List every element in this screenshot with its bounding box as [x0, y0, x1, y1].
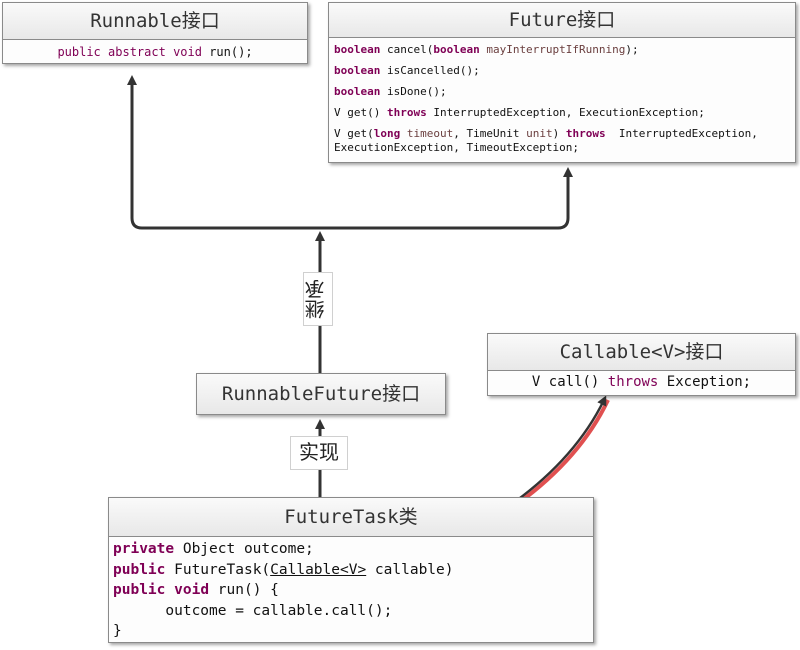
- futuretask-code: private Object outcome; public FutureTas…: [109, 537, 593, 642]
- run-method-decl: public void run() {: [113, 582, 279, 598]
- method-cancel: boolean cancel(boolean mayInterruptIfRun…: [334, 43, 639, 56]
- run-method: public abstract void run();: [57, 45, 252, 59]
- run-signature: run();: [201, 45, 253, 59]
- callable-method-list: V call() throws Exception;: [488, 371, 795, 390]
- kw-public: public: [57, 45, 101, 59]
- implement-label: 实现: [290, 436, 348, 470]
- runnable-interface-box: Runnable接口 public abstract void run();: [2, 2, 308, 64]
- futuretask-class-box: FutureTask类 private Object outcome; publ…: [108, 497, 594, 643]
- runnablefuture-interface-title: RunnableFuture接口: [197, 374, 445, 414]
- runnablefuture-interface-box: RunnableFuture接口: [196, 373, 446, 415]
- method-is-cancelled: boolean isCancelled();: [334, 64, 480, 77]
- method-is-done: boolean isDone();: [334, 85, 447, 98]
- future-interface-title: Future接口: [329, 3, 795, 38]
- runnable-method-list: public abstract void run();: [3, 40, 307, 59]
- run-method-close: }: [113, 623, 122, 639]
- kw-void: void: [173, 45, 202, 59]
- inherit-branch-future: [320, 167, 573, 230]
- constructor: public FutureTask(Callable<V> callable): [113, 561, 454, 578]
- future-method-list: boolean cancel(boolean mayInterruptIfRun…: [329, 38, 795, 155]
- field-outcome: private Object outcome;: [113, 541, 314, 557]
- callable-type-ref: Callable<V>: [270, 561, 367, 578]
- callable-interface-box: Callable<V>接口 V call() throws Exception;: [487, 333, 796, 396]
- kw-abstract: abstract: [108, 45, 166, 59]
- inherit-label: 继承: [303, 272, 333, 326]
- method-get-timeout-cont: ExecutionException, TimeoutException;: [334, 141, 580, 154]
- inherit-branch-runnable: [127, 75, 320, 230]
- method-get-timeout: V get(long timeout, TimeUnit unit) throw…: [334, 127, 758, 140]
- callable-interface-title: Callable<V>接口: [488, 334, 795, 371]
- future-interface-box: Future接口 boolean cancel(boolean mayInter…: [328, 2, 796, 163]
- run-method-body: outcome = callable.call();: [113, 602, 393, 619]
- runnable-interface-title: Runnable接口: [3, 3, 307, 40]
- method-get: V get() throws InterruptedException, Exe…: [334, 106, 705, 119]
- futuretask-class-title: FutureTask类: [109, 498, 593, 537]
- method-call: V call() throws Exception;: [531, 374, 752, 390]
